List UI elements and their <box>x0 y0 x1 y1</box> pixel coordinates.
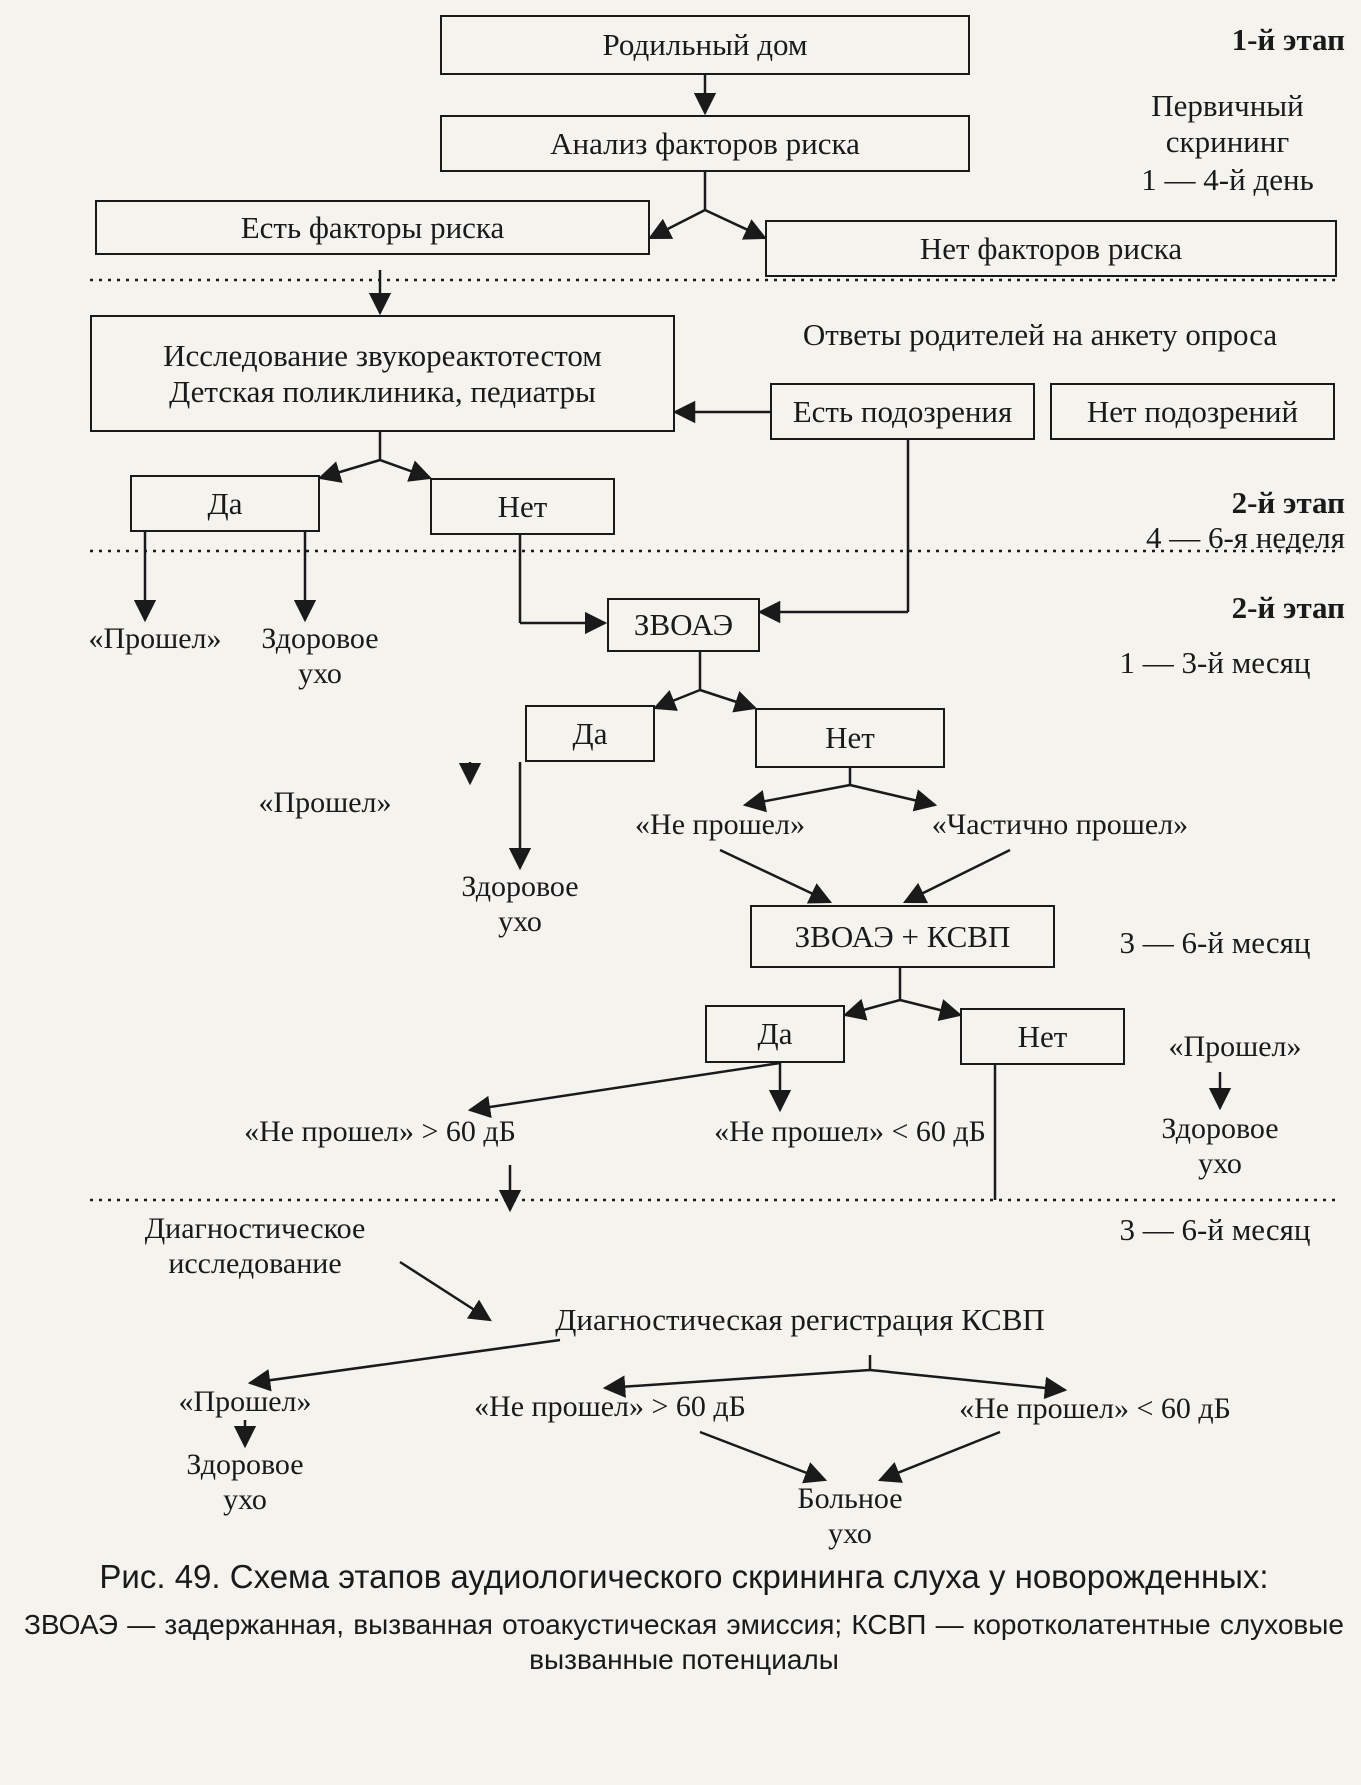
stage-label-2a: 2-й этап <box>1231 485 1345 520</box>
outcome-sick-ear: Больное ухо <box>797 1482 903 1550</box>
stage-label-months-1-3: 1 — 3-й месяц <box>1119 645 1311 680</box>
box-risk-yes: Есть факторы риска <box>95 200 650 255</box>
stage-label-days: 1 — 4-й день <box>1141 162 1314 197</box>
outcome-not-passed-2: «Не прошел» <box>635 808 805 841</box>
outcome-passed-3: «Прошел» <box>1168 1030 1302 1063</box>
label-parents-survey: Ответы родителей на анкету опроса <box>802 317 1278 352</box>
box-yes-3: Да <box>705 1005 845 1063</box>
stage-label-weeks: 4 — 6-я неделя <box>1145 520 1345 555</box>
outcome-healthy-2: Здоровое ухо <box>461 870 579 938</box>
outcome-not-passed-gt60: «Не прошел» > 60 дБ <box>244 1115 516 1148</box>
box-zvoae-ksvp: ЗВОАЭ + КСВП <box>750 905 1055 968</box>
box-yes-2: Да <box>525 705 655 762</box>
box-risk-no: Нет факторов риска <box>765 220 1337 277</box>
outcome-healthy-3: Здоровое ухо <box>1161 1112 1279 1180</box>
box-suspect-no: Нет подозрений <box>1050 383 1335 440</box>
outcome-healthy-4: Здоровое ухо <box>186 1448 304 1516</box>
box-no-3: Нет <box>960 1008 1125 1065</box>
outcome-passed-2: «Прошел» <box>258 786 392 819</box>
outcome-not-passed-4-gt60: «Не прошел» > 60 дБ <box>474 1390 746 1423</box>
outcome-passed-4: «Прошел» <box>178 1385 312 1418</box>
stage-label-months-3-6-a: 3 — 6-й месяц <box>1119 925 1311 960</box>
stage-label-1: 1-й этап <box>1231 22 1345 57</box>
box-maternity: Родильный дом <box>440 15 970 75</box>
outcome-not-passed-lt60: «Не прошел» < 60 дБ <box>714 1115 986 1148</box>
outcome-not-passed-4-lt60: «Не прошел» < 60 дБ <box>959 1392 1231 1425</box>
caption-note: ЗВОАЭ — задержанная, вызванная отоакусти… <box>24 1608 1344 1675</box>
outcome-healthy-1: Здоровое ухо <box>261 622 379 690</box>
box-risk-analysis: Анализ факторов риска <box>440 115 970 172</box>
label-diag-ksvp: Диагностическая регистрация КСВП <box>555 1302 1045 1337</box>
outcome-partial-2: «Частично прошел» <box>931 808 1189 841</box>
box-no-2: Нет <box>755 708 945 768</box>
box-suspect-yes: Есть подозрения <box>770 383 1035 440</box>
label-diag-study: Диагностическое исследование <box>144 1212 366 1280</box>
figure-caption: Рис. 49. Схема этапов аудиологического с… <box>24 1557 1344 1677</box>
box-no-1: Нет <box>430 478 615 535</box>
stage-label-primary-screening: Первичный скрининг <box>1151 88 1304 159</box>
caption-title: Рис. 49. Схема этапов аудиологического с… <box>99 1558 1269 1595</box>
stage-label-months-3-6-b: 3 — 6-й месяц <box>1119 1212 1311 1247</box>
box-zvoae: ЗВОАЭ <box>607 598 760 652</box>
stage-label-2b: 2-й этап <box>1231 590 1345 625</box>
box-yes-1: Да <box>130 475 320 532</box>
box-sound-test: Исследование звукореактотестом Детская п… <box>90 315 675 432</box>
outcome-passed-1: «Прошел» <box>88 622 222 655</box>
